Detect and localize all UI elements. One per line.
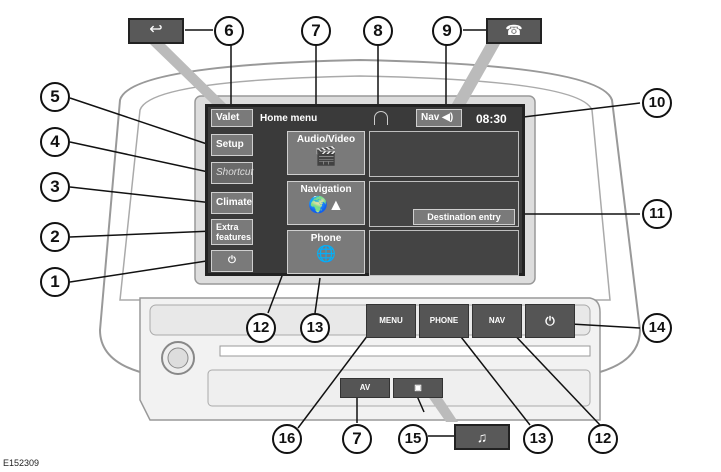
navigation-button[interactable]: Navigation 🌍▲: [287, 181, 365, 225]
av-hard-button[interactable]: AV: [340, 378, 390, 398]
power-button[interactable]: ⏻: [211, 250, 253, 272]
callout-12-nav: 12: [588, 424, 618, 454]
callout-14: 14: [642, 313, 672, 343]
callout-5: 5: [40, 82, 70, 112]
power-hard-button[interactable]: ⏻: [525, 304, 575, 338]
audio-video-label: Audio/Video: [296, 134, 356, 145]
figure-reference: E152309: [3, 458, 40, 468]
callout-7-av: 7: [342, 424, 372, 454]
touch-screen: Valet Home menu Nav ◀) 08:30 Setup Short…: [205, 104, 525, 276]
phone-hard-button[interactable]: PHONE: [419, 304, 469, 338]
media-icon: ▣: [414, 383, 422, 392]
callout-11: 11: [642, 199, 672, 229]
home-menu-title: Home menu: [260, 113, 318, 124]
speaker-icon: ◀): [442, 112, 454, 123]
callout-9: 9: [432, 16, 462, 46]
nav-label: Nav: [421, 112, 440, 123]
callout-13-phone: 13: [523, 424, 553, 454]
shortcut-button[interactable]: Shortcut: [211, 162, 253, 184]
music-icon: ♫: [476, 429, 488, 445]
valet-button[interactable]: Valet: [211, 109, 253, 127]
callout-10: 10: [642, 88, 672, 118]
audio-video-button[interactable]: Audio/Video 🎬: [287, 131, 365, 175]
setup-button[interactable]: Setup: [211, 134, 253, 156]
navigation-label: Navigation: [300, 184, 352, 195]
callout-8: 8: [363, 16, 393, 46]
nav-audio-button[interactable]: Nav ◀): [416, 109, 462, 127]
callout-1: 1: [40, 267, 70, 297]
media-hard-button[interactable]: ▣: [393, 378, 443, 398]
callout-7: 7: [301, 16, 331, 46]
music-button[interactable]: ♫: [454, 424, 510, 450]
phone-end-button[interactable]: ☎: [486, 18, 542, 44]
callout-6: 6: [214, 16, 244, 46]
signal-icon: [374, 111, 388, 125]
phone-button[interactable]: Phone 🌐: [287, 230, 365, 274]
callout-13-screen: 13: [300, 313, 330, 343]
compass-icon: 🌍▲: [308, 197, 344, 214]
callout-15: 15: [398, 424, 428, 454]
clapperboard-icon: 🎬: [314, 146, 338, 166]
destination-entry-button[interactable]: Destination entry: [413, 209, 515, 225]
back-button[interactable]: ↩: [128, 18, 184, 44]
audio-video-panel: [369, 131, 519, 177]
clock: 08:30: [476, 112, 507, 126]
globe-phone-icon: 🌐: [316, 246, 336, 263]
callout-2: 2: [40, 222, 70, 252]
phone-label: Phone: [310, 233, 342, 244]
callout-16: 16: [272, 424, 302, 454]
back-icon: ↩: [149, 21, 163, 38]
phone-panel: [369, 230, 519, 276]
phone-end-icon: ☎: [505, 22, 523, 38]
callout-12-screen: 12: [246, 313, 276, 343]
menu-hard-button[interactable]: MENU: [366, 304, 416, 338]
nav-hard-button[interactable]: NAV: [472, 304, 522, 338]
callout-3: 3: [40, 172, 70, 202]
climate-button[interactable]: Climate: [211, 192, 253, 214]
extra-features-button[interactable]: Extra features: [211, 219, 253, 245]
callout-4: 4: [40, 127, 70, 157]
